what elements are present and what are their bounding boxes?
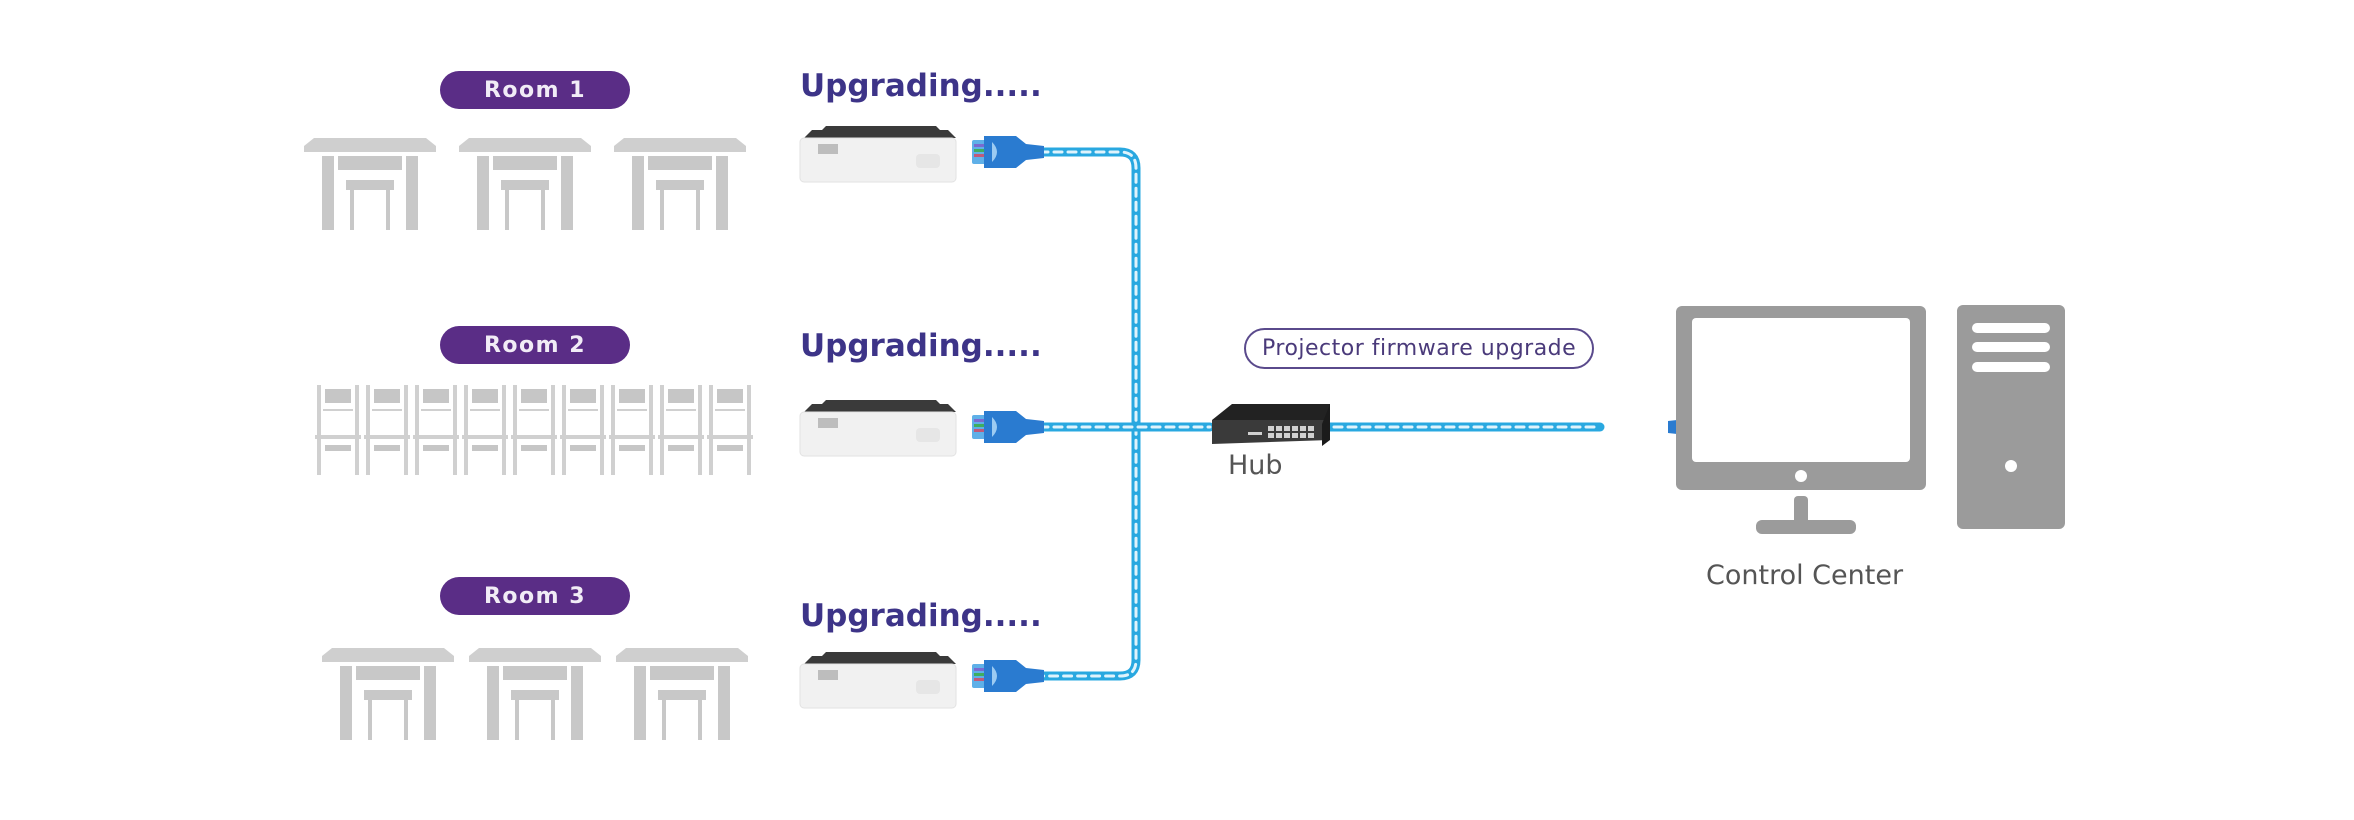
- chair-icon: [658, 385, 704, 475]
- control-center-label: Control Center: [1706, 560, 1904, 591]
- chair-icon: [413, 385, 459, 475]
- room-2-status: Upgrading.....: [800, 328, 1042, 364]
- ethernet-plug-icon: [972, 411, 1044, 443]
- room-1-status: Upgrading.....: [800, 68, 1042, 104]
- ethernet-plug-icon: [972, 136, 1044, 168]
- room-3-label: Room 3: [440, 577, 630, 615]
- desk-icon: [304, 138, 436, 230]
- desk-icon: [616, 648, 748, 740]
- room-1-label: Room 1: [440, 71, 630, 109]
- monitor-icon: [1676, 306, 1926, 534]
- chair-icon: [707, 385, 753, 475]
- projector-icon: [799, 399, 957, 457]
- chair-icon: [609, 385, 655, 475]
- chair-icon: [315, 385, 361, 475]
- desk-icon: [469, 648, 601, 740]
- room-3-furniture: [322, 648, 748, 740]
- hub-icon: [1212, 404, 1330, 446]
- desk-icon: [459, 138, 591, 230]
- cable-network: [1035, 147, 1605, 681]
- projector-icon: [799, 651, 957, 709]
- hub-label: Hub: [1228, 450, 1283, 481]
- computer-tower-icon: [1957, 305, 2065, 529]
- chair-icon: [364, 385, 410, 475]
- room-2-label: Room 2: [440, 326, 630, 364]
- chair-icon: [560, 385, 606, 475]
- room-1-furniture: [304, 138, 746, 230]
- firmware-upgrade-label: Projector firmware upgrade: [1244, 328, 1595, 369]
- room-2-furniture: [315, 385, 753, 475]
- desk-icon: [614, 138, 746, 230]
- room-3-status: Upgrading.....: [800, 598, 1042, 634]
- desk-icon: [322, 648, 454, 740]
- chair-icon: [511, 385, 557, 475]
- chair-icon: [462, 385, 508, 475]
- ethernet-plug-icon: [972, 660, 1044, 692]
- projector-icon: [799, 125, 957, 183]
